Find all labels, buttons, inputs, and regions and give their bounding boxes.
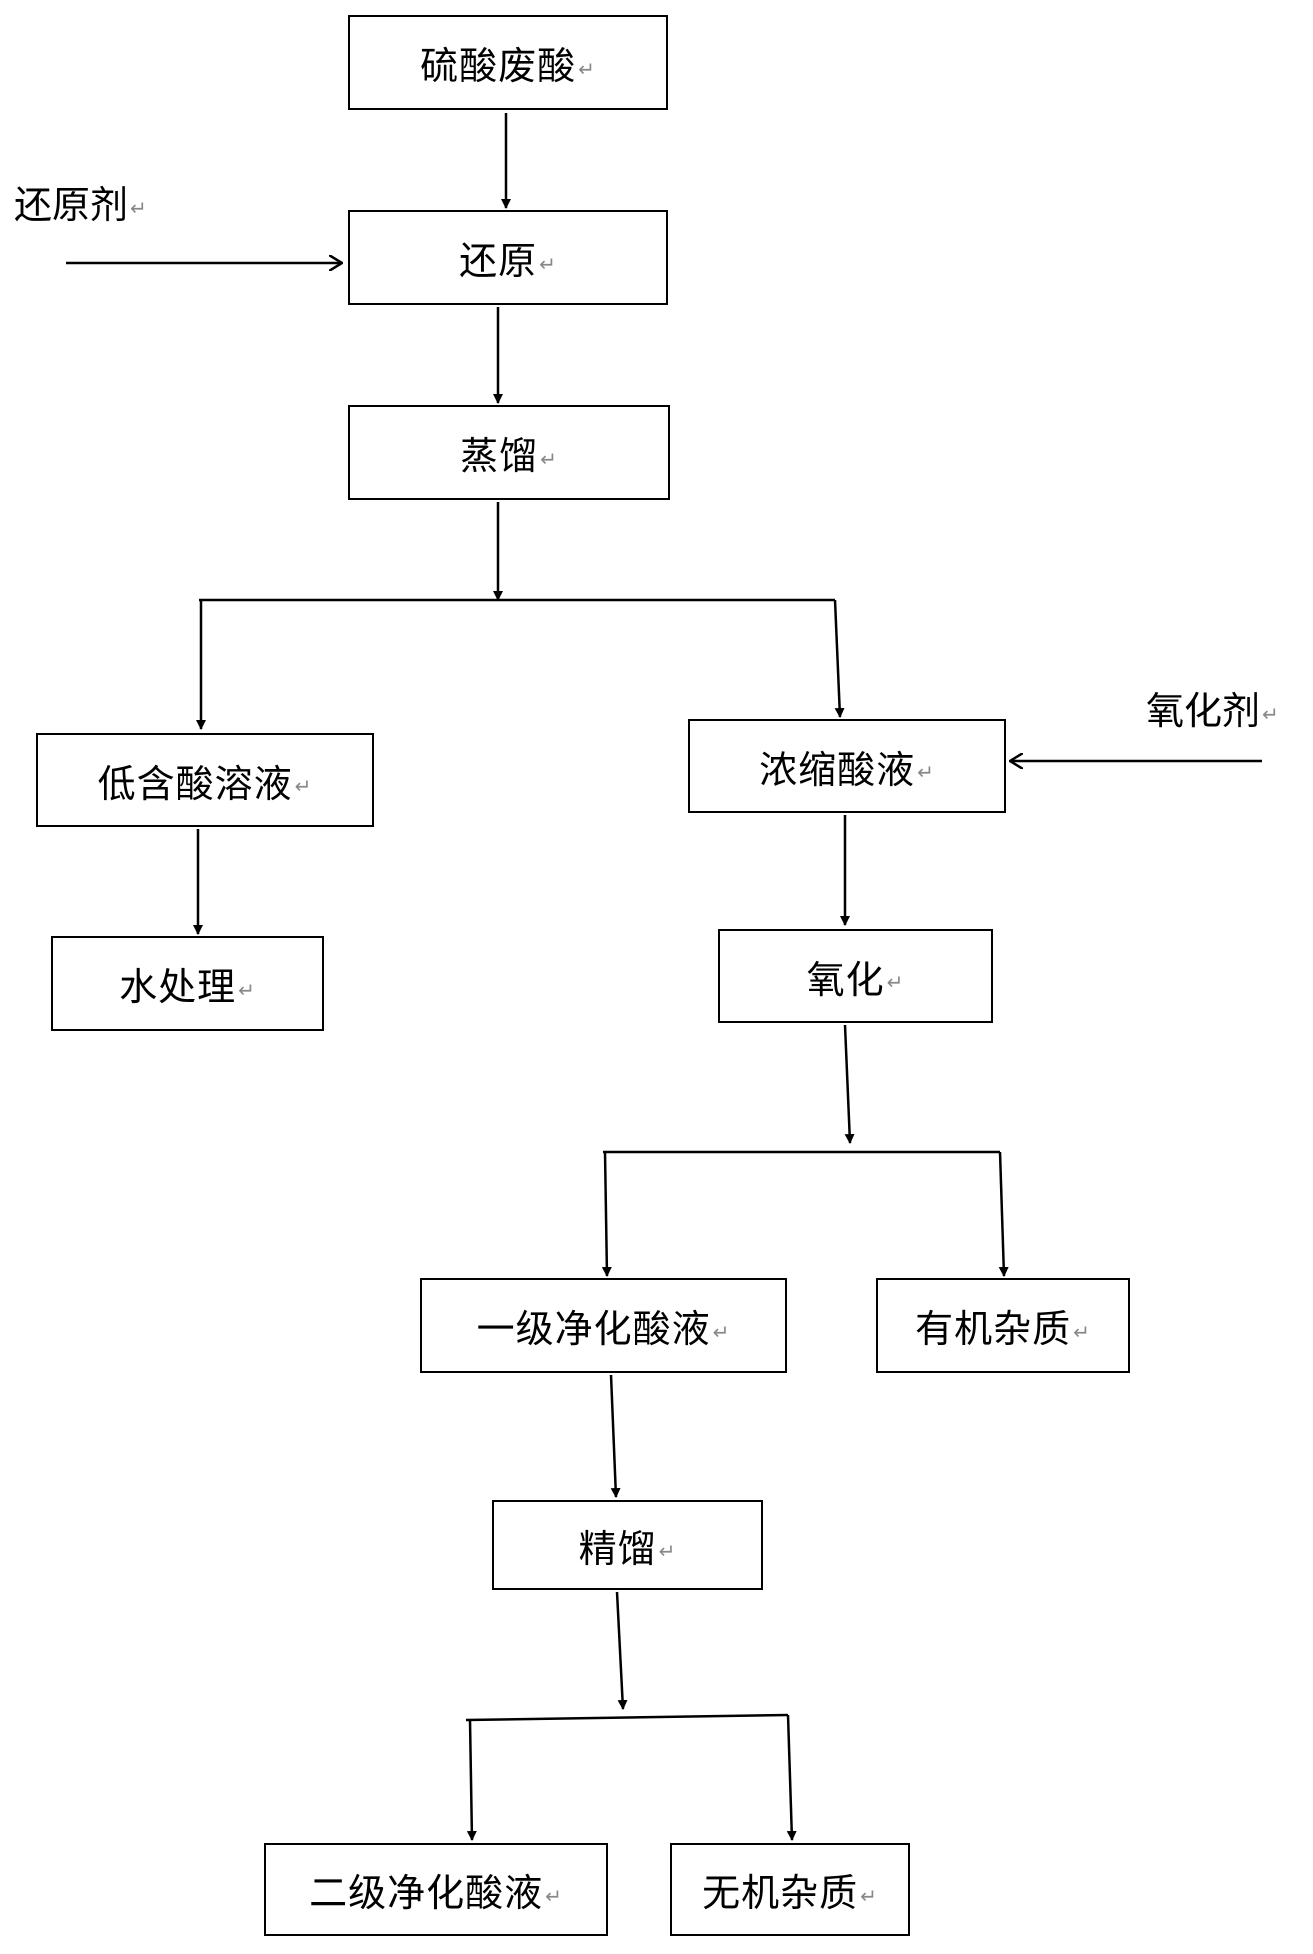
- node-rectification: 精馏: [492, 1500, 763, 1590]
- node-organic-impurities: 有机杂质: [876, 1278, 1130, 1373]
- node-reduction: 还原: [348, 210, 668, 305]
- arrow-to-organic: [998, 1151, 1009, 1277]
- node-waste-acid: 硫酸废酸: [348, 15, 668, 110]
- node-inorganic-impurities: 无机杂质: [670, 1843, 910, 1936]
- node-water-treatment: 水处理: [51, 936, 324, 1031]
- arrow-rectification-to-split: [615, 1591, 628, 1710]
- node-distillation: 蒸馏: [348, 405, 670, 500]
- node-low-acid-solution: 低含酸溶液: [36, 733, 374, 827]
- split-bar-3: [465, 1713, 789, 1722]
- node-concentrated-acid: 浓缩酸液: [688, 719, 1006, 813]
- oxidizing-agent-label: 氧化剂: [1146, 680, 1279, 735]
- node-oxidation: 氧化: [718, 929, 993, 1023]
- arrow-to-secondary: [466, 1719, 477, 1841]
- arrow-to-concentrated: [833, 599, 845, 718]
- arrow-to-primary: [601, 1151, 612, 1277]
- arrow-to-inorganic: [786, 1714, 797, 1841]
- arrow-oxidation-to-split: [843, 1024, 855, 1144]
- node-primary-purified-acid: 一级净化酸液: [420, 1278, 787, 1373]
- arrow-primary-to-rectification: [609, 1374, 621, 1498]
- node-secondary-purified-acid: 二级净化酸液: [264, 1843, 608, 1936]
- reducing-agent-label: 还原剂: [14, 174, 147, 229]
